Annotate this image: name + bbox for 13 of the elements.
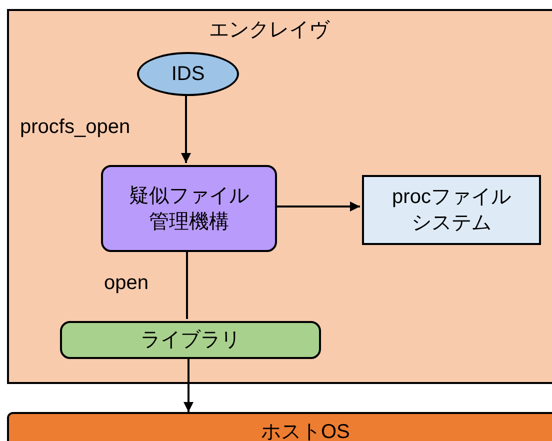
process-box: 疑似ファイル管理機構 [101,165,277,252]
host-label: ホストOS [261,420,350,441]
connector-line [186,250,188,319]
process-box: procファイルシステム [362,175,541,245]
enclave-panel [7,9,552,384]
edge-label: procfs_open [20,115,130,140]
panel-title: エンクレイヴ [209,18,329,43]
process-box: ライブラリ [60,321,321,359]
edge-label: open [104,271,148,296]
arrow [184,357,194,412]
process-ellipse: IDS [137,52,239,96]
arrow [275,202,360,212]
arrow [181,94,191,163]
